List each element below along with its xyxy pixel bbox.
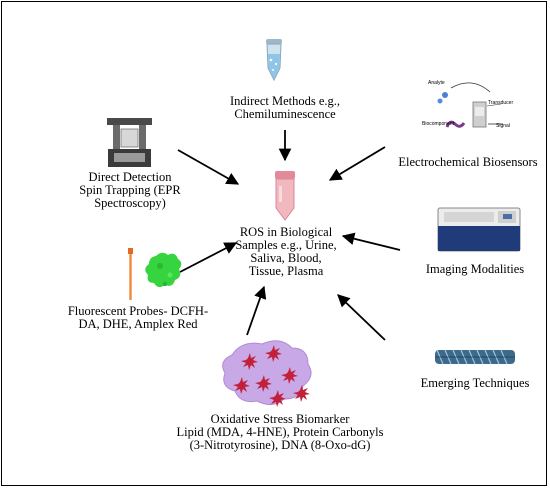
arrow-electrochemical bbox=[328, 146, 386, 181]
biosensor-diagram: Analyte Transducer Biocomponent Signal bbox=[422, 80, 513, 129]
emerging-techniques-label: Emerging Techniques bbox=[420, 376, 530, 390]
arrows bbox=[177, 130, 401, 341]
fluorescent-probes-label: Fluorescent Probes- DCFH- DA, DHE, Ample… bbox=[67, 304, 209, 331]
oxidative-stress-label: Oxidative Stress Biomarker Lipid (MDA, 4… bbox=[176, 412, 384, 452]
green-protein-icon bbox=[145, 252, 182, 288]
arrow-fluorescent bbox=[179, 242, 238, 273]
electrochemical-biosensors-label: Electrochemical Biosensors bbox=[398, 155, 538, 169]
oxidative-biomarker-icon bbox=[222, 340, 312, 407]
imaging-modalities-label: Imaging Modalities bbox=[425, 262, 525, 276]
biosensor-biocomponent-label: Biocomponent bbox=[422, 121, 455, 127]
arrow-direct bbox=[177, 149, 240, 185]
indirect-methods-label: Indirect Methods e.g., Chemiluminescence bbox=[229, 94, 341, 121]
arrow-emerging bbox=[337, 294, 386, 341]
arrow-oxidative bbox=[246, 285, 267, 336]
arrow-imaging bbox=[341, 232, 401, 251]
biosensor-transducer-label: Transducer bbox=[488, 100, 513, 106]
direct-detection-label: Direct Detection Spin Trapping (EPR Spec… bbox=[79, 170, 181, 210]
biosensor-signal-label: Signal bbox=[496, 123, 510, 129]
fluorescent-probe-icon bbox=[128, 248, 133, 300]
sample-tube-icon bbox=[275, 171, 295, 221]
biosensor-analyte-label: Analyte bbox=[428, 80, 445, 86]
nanotube-icon bbox=[435, 349, 515, 365]
center-label: ROS in Biological Samples e.g., Urine, S… bbox=[235, 225, 337, 278]
microtube-icon bbox=[266, 39, 282, 82]
imaging-scanner-icon bbox=[437, 207, 521, 252]
epr-spectrometer-icon bbox=[107, 118, 152, 167]
